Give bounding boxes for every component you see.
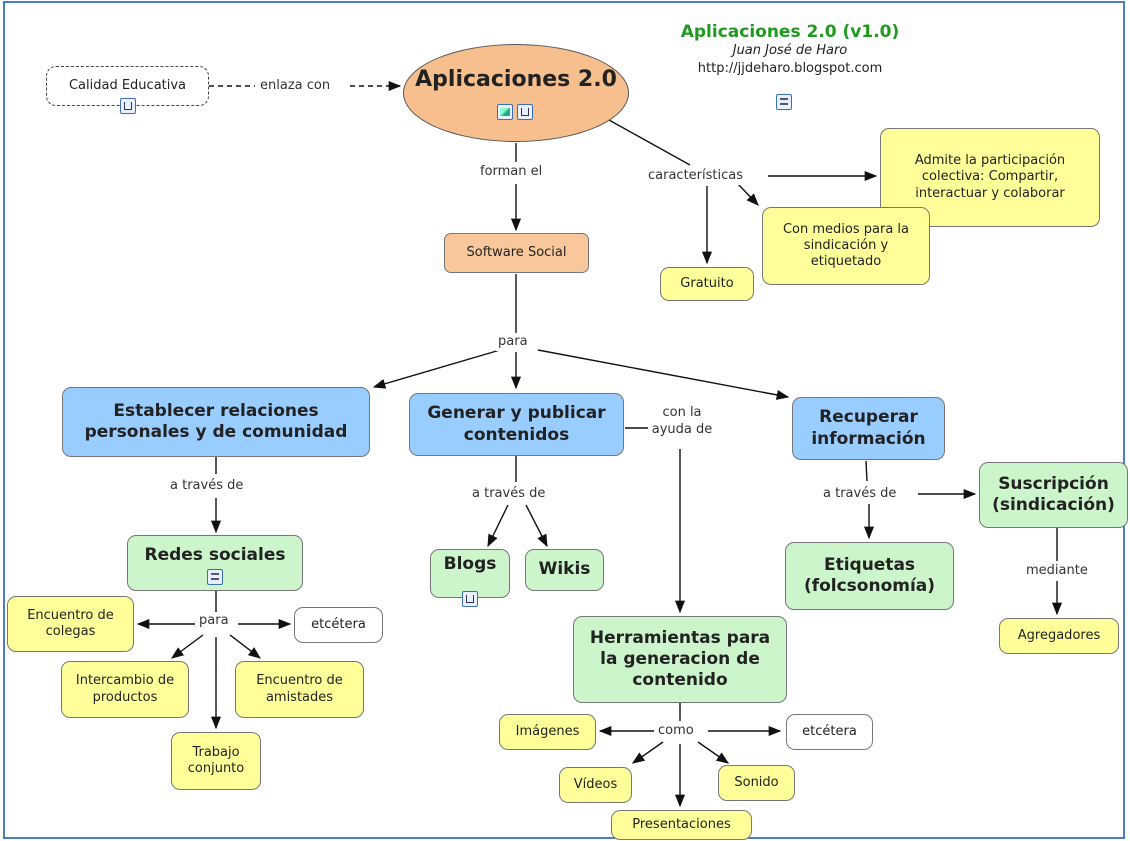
node-encuentro-colegas[interactable]: Encuentro de colegas xyxy=(7,596,134,652)
link-label-atraves-establecer: a través de xyxy=(168,478,246,495)
node-gratuito[interactable]: Gratuito xyxy=(660,267,754,301)
node-gratuito-label: Gratuito xyxy=(680,275,734,291)
link-label-atraves-recuperar: a través de xyxy=(821,486,899,503)
node-recuperar-informacion[interactable]: Recuperar información xyxy=(792,397,945,460)
node-intercambio-label: Intercambio de productos xyxy=(75,673,175,705)
node-medios[interactable]: Con medios para la sindicación y etiquet… xyxy=(762,207,930,285)
node-root-label: Aplicaciones 2.0 xyxy=(415,67,617,93)
node-imagenes[interactable]: Imágenes xyxy=(499,714,596,750)
map-url[interactable]: http://jjdeharo.blogspot.com xyxy=(697,61,883,76)
node-calidad-label: Calidad Educativa xyxy=(68,77,187,93)
link-label-caracteristicas: características xyxy=(646,168,745,185)
link-label-como: como xyxy=(656,723,696,740)
edge-atraves-wikis xyxy=(525,504,548,548)
node-suscripcion-label: Suscripción (sindicación) xyxy=(992,473,1115,515)
node-software-label: Software Social xyxy=(466,244,567,260)
document-icon[interactable] xyxy=(776,94,792,110)
node-presentaciones[interactable]: Presentaciones xyxy=(611,810,752,840)
node-participacion-label: Admite la participación colectiva: Compa… xyxy=(914,153,1066,201)
node-generar-contenidos[interactable]: Generar y publicar contenidos xyxy=(409,393,624,456)
concept-map-icon[interactable] xyxy=(517,104,533,120)
node-trabajo-label: Trabajo conjunto xyxy=(187,744,245,776)
node-blogs-label: Blogs xyxy=(443,553,497,574)
edge-recuperar-atraves xyxy=(865,460,868,482)
link-label-con-ayuda: con la ayuda de xyxy=(648,405,716,439)
edge-para-recuperar xyxy=(537,349,790,400)
node-presentaciones-label: Presentaciones xyxy=(632,816,731,832)
node-establecer-relaciones[interactable]: Establecer relaciones personales y de co… xyxy=(62,387,370,457)
node-etcetera-redes-label: etcétera xyxy=(311,616,366,632)
node-sonido[interactable]: Sonido xyxy=(718,765,795,801)
node-etcetera-herramientas-label: etcétera xyxy=(802,723,857,739)
node-etiquetas-label: Etiquetas (folcsonomía) xyxy=(803,554,936,596)
node-intercambio[interactable]: Intercambio de productos xyxy=(61,661,189,718)
node-encuentro-amistades-label: Encuentro de amistades xyxy=(256,673,343,705)
node-recuperar-label: Recuperar información xyxy=(811,407,926,449)
image-icon[interactable] xyxy=(497,104,513,120)
edge-para-establecer xyxy=(372,349,501,389)
node-etiquetas[interactable]: Etiquetas (folcsonomía) xyxy=(785,542,954,610)
concept-map-icon[interactable] xyxy=(120,98,136,114)
map-author: Juan José de Haro xyxy=(732,43,848,58)
node-trabajo-conjunto[interactable]: Trabajo conjunto xyxy=(171,732,261,790)
node-agregadores-label: Agregadores xyxy=(1017,627,1101,643)
link-label-mediante: mediante xyxy=(1024,563,1090,580)
node-encuentro-amistades[interactable]: Encuentro de amistades xyxy=(235,661,364,718)
node-medios-label: Con medios para la sindicación y etiquet… xyxy=(782,221,910,270)
edge-para-amistades xyxy=(229,634,261,659)
link-label-para-redes: para xyxy=(197,613,231,630)
node-herramientas-label: Herramientas para la generacion de conte… xyxy=(589,627,771,691)
edge-atraves-blogs xyxy=(487,504,509,548)
link-label-atraves-generar: a través de xyxy=(470,486,548,503)
link-label-forman: forman el xyxy=(478,164,545,181)
node-videos-label: Vídeos xyxy=(573,776,618,792)
node-establecer-label: Establecer relaciones personales y de co… xyxy=(84,400,348,442)
node-imagenes-label: Imágenes xyxy=(515,723,580,739)
edge-para-intercambio xyxy=(170,634,204,659)
node-generar-label: Generar y publicar contenidos xyxy=(427,403,606,445)
concept-map-icon[interactable] xyxy=(462,591,478,607)
node-wikis-label: Wikis xyxy=(538,559,591,580)
map-title: Aplicaciones 2.0 (v1.0) xyxy=(680,22,900,42)
node-encuentro-colegas-label: Encuentro de colegas xyxy=(27,607,114,639)
node-redes-label: Redes sociales xyxy=(144,545,286,566)
node-videos[interactable]: Vídeos xyxy=(559,767,632,803)
node-etcetera-redes[interactable]: etcétera xyxy=(294,607,383,643)
node-redes-sociales[interactable]: Redes sociales xyxy=(127,535,303,591)
node-software-social[interactable]: Software Social xyxy=(444,233,589,273)
node-root[interactable]: Aplicaciones 2.0 xyxy=(403,44,629,142)
link-label-para-software: para xyxy=(496,334,530,351)
node-suscripcion[interactable]: Suscripción (sindicación) xyxy=(979,462,1128,528)
link-label-enlaza: enlaza con xyxy=(258,78,333,95)
document-icon[interactable] xyxy=(207,569,223,585)
node-etcetera-herramientas[interactable]: etcétera xyxy=(786,714,873,750)
edge-caract-medios xyxy=(737,183,759,206)
node-wikis[interactable]: Wikis xyxy=(525,549,604,591)
edge-como-sonido xyxy=(697,741,730,764)
edge-como-videos xyxy=(631,741,664,764)
node-agregadores[interactable]: Agregadores xyxy=(999,618,1119,654)
diagram-frame xyxy=(3,1,1125,839)
node-herramientas[interactable]: Herramientas para la generacion de conte… xyxy=(573,616,787,703)
node-sonido-label: Sonido xyxy=(734,774,779,790)
edge-root-caracteristicas xyxy=(599,114,691,166)
